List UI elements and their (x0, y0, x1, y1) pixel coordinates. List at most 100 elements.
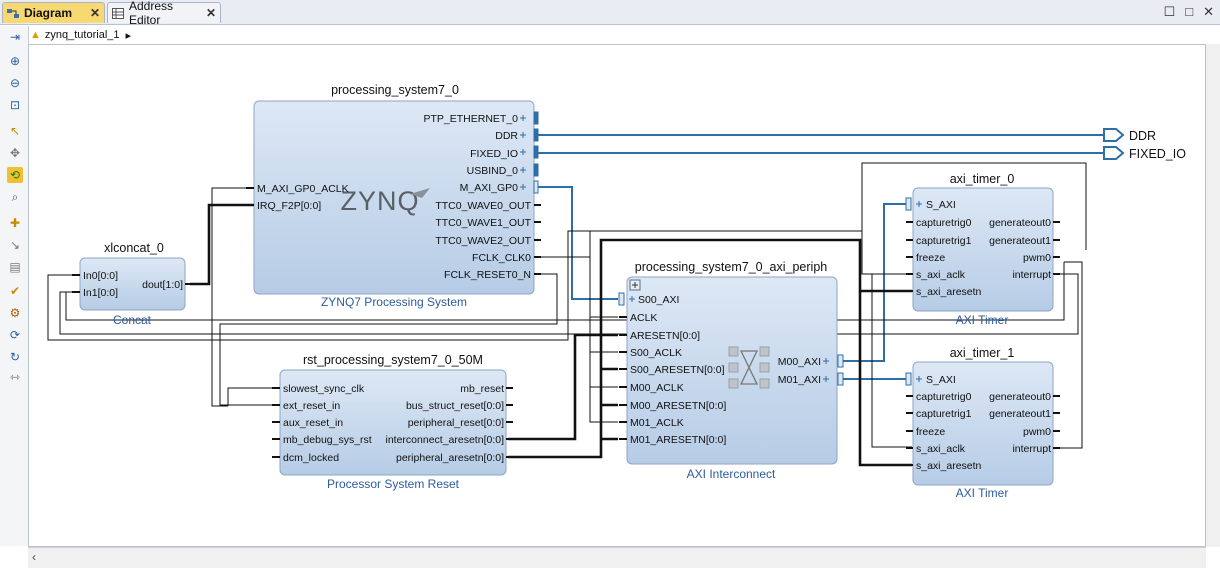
wire-peripheral-aresetn-fanout[interactable] (601, 367, 618, 441)
refresh-icon[interactable]: ↻ (9, 350, 21, 364)
pin-m01-aresetn[interactable]: M01_ARESETN[0:0] (630, 434, 726, 446)
bus-m00-axi[interactable] (840, 203, 906, 362)
pin-aresetn[interactable]: ARESETN[0:0] (630, 330, 700, 342)
bus-m-axi-gp0[interactable] (537, 186, 618, 300)
pin-ddr[interactable]: DDR (495, 130, 518, 142)
pin-capturetrig1[interactable]: capturetrig1 (916, 408, 972, 420)
pin-slowest-sync-clk[interactable]: slowest_sync_clk (283, 383, 365, 395)
wire-timer1-interrupt[interactable] (1058, 261, 1083, 449)
pin-peripheral-reset[interactable]: peripheral_reset[0:0] (408, 417, 504, 429)
pin-generateout1[interactable]: generateout1 (989, 235, 1051, 247)
pin-ptp-ethernet-0[interactable]: PTP_ETHERNET_0 (423, 113, 518, 125)
route-icon[interactable]: ↘ (9, 238, 21, 252)
pin-mb-debug-sys-rst[interactable]: mb_debug_sys_rst (283, 434, 372, 446)
expand-icon[interactable]: ✥ (9, 146, 21, 160)
wire-slowest-sync-clk[interactable] (227, 387, 278, 406)
wire-fclk-reset0-n[interactable] (219, 273, 558, 406)
pin-m01-axi[interactable]: M01_AXI (778, 374, 821, 386)
tab-diagram[interactable]: Diagram ✕ (2, 2, 105, 23)
block-axi-timer-1[interactable]: axi_timer_1 S_AXI capturetrig0 capturetr… (905, 346, 1060, 500)
pin-freeze[interactable]: freeze (916, 252, 945, 264)
breadcrumb-design[interactable]: zynq_tutorial_1 (44, 29, 120, 41)
external-port-ddr[interactable]: DDR (1103, 128, 1156, 143)
pin-m01-aclk[interactable]: M01_ACLK (630, 417, 684, 429)
pin-generateout0[interactable]: generateout0 (989, 217, 1051, 229)
pin-interconnect-aresetn[interactable]: interconnect_aresetn[0:0] (386, 434, 505, 446)
tab-address-editor[interactable]: Address Editor ✕ (107, 0, 221, 27)
pin-freeze[interactable]: freeze (916, 426, 945, 438)
pin-fclk-reset0-n[interactable]: FCLK_RESET0_N (444, 269, 531, 281)
pin-m00-aresetn[interactable]: M00_ARESETN[0:0] (630, 400, 726, 412)
close-icon[interactable]: ✕ (1203, 4, 1214, 19)
pin-s-axi[interactable]: S_AXI (926, 374, 956, 386)
diagram-canvas[interactable] (28, 44, 1206, 547)
pin-generateout0[interactable]: generateout0 (989, 391, 1051, 403)
pin-m-axi-gp0-aclk[interactable]: M_AXI_GP0_ACLK (257, 183, 349, 195)
wire-m-axi-gp0-aclk[interactable] (211, 187, 254, 407)
pin-aux-reset-in[interactable]: aux_reset_in (283, 417, 343, 429)
pin-in0[interactable]: In0[0:0] (83, 270, 118, 282)
pin-fixed-io[interactable]: FIXED_IO (470, 148, 518, 160)
restore-icon[interactable]: ☐ (1163, 4, 1176, 19)
pin-s-axi[interactable]: S_AXI (926, 199, 956, 211)
pin-ttc0-wave2-out[interactable]: TTC0_WAVE2_OUT (435, 235, 531, 247)
pin-irq-f2p[interactable]: IRQ_F2P[0:0] (257, 200, 321, 212)
block-axi-interconnect[interactable]: processing_system7_0_axi_periph S00_AXI … (618, 260, 844, 481)
block-concat[interactable]: xlconcat_0 In0[0:0] In1[0:0] dout[1:0] C… (72, 241, 192, 327)
wire-fclk-clk0-fanout[interactable] (589, 317, 618, 423)
pin-bus-struct-reset[interactable]: bus_struct_reset[0:0] (406, 400, 504, 412)
zoom-fit-icon[interactable]: ⊡ (9, 98, 21, 112)
chevron-left-icon[interactable]: ‹ (32, 550, 36, 564)
pin-capturetrig0[interactable]: capturetrig0 (916, 391, 972, 403)
wire-s-axi-aclk[interactable] (861, 231, 912, 448)
pin-aclk[interactable]: ACLK (630, 312, 657, 324)
wire-timer1-aresetn[interactable] (858, 291, 912, 467)
pin-mb-reset[interactable]: mb_reset (460, 383, 504, 395)
pin-s-axi-aclk[interactable]: s_axi_aclk (916, 269, 966, 281)
pin-usbind-0[interactable]: USBIND_0 (467, 165, 519, 177)
pin-capturetrig1[interactable]: capturetrig1 (916, 235, 972, 247)
refresh-icon[interactable]: ⟳ (9, 328, 21, 342)
block-axi-timer-0[interactable]: axi_timer_0 S_AXI capturetrig0 capturetr… (905, 172, 1060, 327)
pin-dout[interactable]: dout[1:0] (142, 279, 183, 291)
vertical-scrollbar[interactable] (1206, 44, 1220, 547)
pin-m00-axi[interactable]: M00_AXI (778, 356, 821, 368)
pin-s00-aresetn[interactable]: S00_ARESETN[0:0] (630, 364, 725, 376)
zoom-in-icon[interactable]: ⊕ (9, 54, 21, 68)
pin-peripheral-aresetn[interactable]: peripheral_aresetn[0:0] (396, 452, 504, 464)
wire-peripheral-aresetn[interactable] (508, 238, 912, 459)
block-processing-system7[interactable]: processing_system7_0 ZYNQ ZYNQ7 Processi… (246, 83, 541, 309)
pin-dcm-locked[interactable]: dcm_locked (283, 452, 339, 464)
pin-generateout1[interactable]: generateout1 (989, 408, 1051, 420)
maximize-icon[interactable]: □ (1185, 4, 1194, 19)
pin-s00-axi[interactable]: S00_AXI (638, 294, 679, 306)
wire-clk-loop[interactable] (47, 230, 590, 341)
zoom-out-icon[interactable]: ⊖ (9, 76, 21, 90)
pin-icon[interactable]: ⇿ (9, 370, 21, 384)
wire-fclk-clk0[interactable] (537, 256, 618, 318)
pin-pwm0[interactable]: pwm0 (1023, 252, 1051, 264)
pin-capturetrig0[interactable]: capturetrig0 (916, 217, 972, 229)
pin-s-axi-aclk[interactable]: s_axi_aclk (916, 443, 966, 455)
autoconnect-icon[interactable]: ⟲ (7, 167, 23, 183)
pin-ext-reset-in[interactable]: ext_reset_in (283, 400, 340, 412)
pin-ttc0-wave0-out[interactable]: TTC0_WAVE0_OUT (435, 200, 531, 212)
validate-icon[interactable]: ▤ (9, 260, 21, 274)
pin-s00-aclk[interactable]: S00_ACLK (630, 347, 682, 359)
pin-s-axi-aresetn[interactable]: s_axi_aresetn (916, 286, 982, 298)
block-processor-system-reset[interactable]: rst_processing_system7_0_50M slowest_syn… (272, 353, 513, 491)
close-icon[interactable]: ✕ (205, 6, 216, 20)
pin-s-axi-aresetn[interactable]: s_axi_aresetn (916, 460, 982, 472)
close-icon[interactable]: ✕ (89, 6, 100, 20)
pin-interrupt[interactable]: interrupt (1012, 443, 1051, 455)
select-icon[interactable]: ↖ (9, 124, 21, 138)
wire-irq-f2p[interactable] (190, 203, 254, 286)
pin-m-axi-gp0[interactable]: M_AXI_GP0 (460, 182, 519, 194)
regenerate-layout-icon[interactable]: ⚙ (9, 306, 21, 320)
pin-m00-aclk[interactable]: M00_ACLK (630, 382, 684, 394)
horizontal-scrollbar[interactable]: ‹ (28, 547, 1206, 568)
wire-interconnect-aresetn[interactable] (508, 333, 618, 441)
add-ip-icon[interactable]: ✚ (9, 216, 21, 230)
pin-ttc0-wave1-out[interactable]: TTC0_WAVE1_OUT (435, 217, 531, 229)
chevron-right-icon[interactable]: ▸ (125, 29, 132, 42)
